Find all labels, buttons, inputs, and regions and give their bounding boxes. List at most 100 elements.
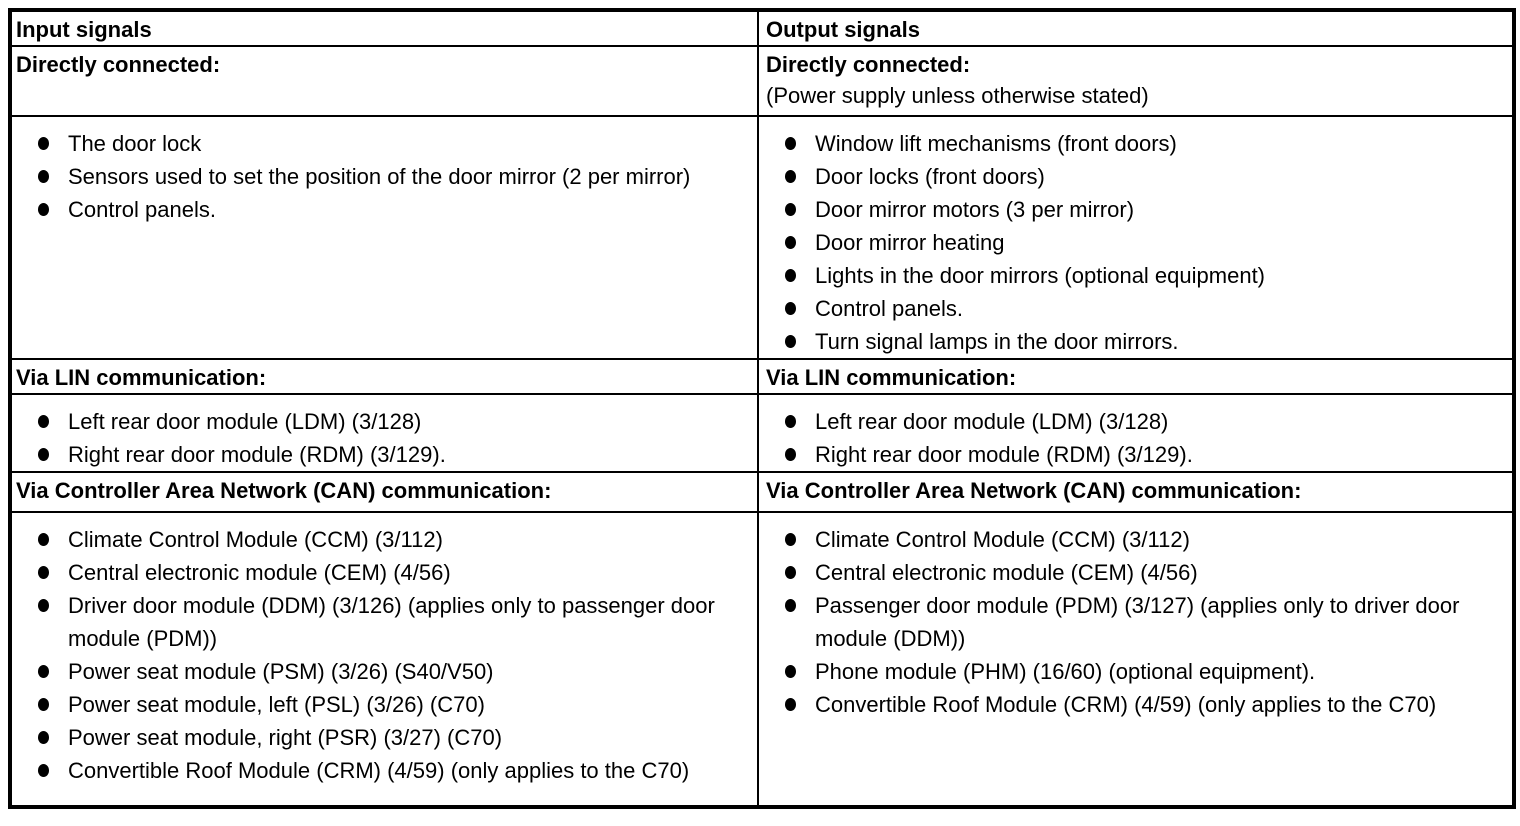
output-via-lin-heading-cell: Via LIN communication: (758, 358, 1514, 394)
input-directly-connected-list-cell: The door lock Sensors used to set the po… (10, 115, 759, 359)
output-via-lin-list-cell: Left rear door module (LDM) (3/128) Righ… (758, 393, 1514, 472)
input-via-lin-list: Left rear door module (LDM) (3/128) Righ… (12, 405, 756, 471)
list-item: Lights in the door mirrors (optional equ… (785, 259, 1502, 292)
input-via-can-heading-cell: Via Controller Area Network (CAN) commun… (10, 471, 759, 512)
input-via-can-list-cell: Climate Control Module (CCM) (3/112) Cen… (10, 511, 759, 807)
output-directly-connected-list: Window lift mechanisms (front doors) Doo… (759, 127, 1512, 358)
bullet-icon (38, 448, 49, 461)
list-item: Convertible Roof Module (CRM) (4/59) (on… (38, 754, 747, 787)
via-can-heading-row: Via Controller Area Network (CAN) commun… (10, 471, 1514, 512)
section-heading: Via Controller Area Network (CAN) commun… (16, 478, 552, 503)
output-via-can-heading-cell: Via Controller Area Network (CAN) commun… (758, 471, 1514, 512)
list-item-text: The door lock (68, 131, 202, 156)
via-lin-list-row: Left rear door module (LDM) (3/128) Righ… (10, 393, 1514, 472)
bullet-icon (38, 599, 49, 612)
list-item-text: Convertible Roof Module (CRM) (4/59) (on… (815, 692, 1437, 717)
list-item-text: Sensors used to set the position of the … (68, 164, 691, 189)
bullet-icon (785, 302, 796, 315)
list-item: Turn signal lamps in the door mirrors. (785, 325, 1502, 358)
list-item: Sensors used to set the position of the … (38, 160, 747, 193)
input-signals-header-cell: Input signals (10, 10, 759, 46)
list-item-text: Left rear door module (LDM) (3/128) (68, 409, 422, 434)
list-item-text: Door mirror motors (3 per mirror) (815, 197, 1135, 222)
bullet-icon (38, 566, 49, 579)
list-item: Passenger door module (PDM) (3/127) (app… (785, 589, 1502, 655)
list-item-text: Central electronic module (CEM) (4/56) (815, 560, 1198, 585)
list-item-text: Left rear door module (LDM) (3/128) (815, 409, 1169, 434)
output-via-can-list: Climate Control Module (CCM) (3/112) Cen… (759, 523, 1512, 721)
bullet-icon (785, 599, 796, 612)
bullet-icon (785, 698, 796, 711)
section-heading: Directly connected: (766, 52, 971, 77)
list-item: Power seat module (PSM) (3/26) (S40/V50) (38, 655, 747, 688)
section-heading: Via LIN communication: (766, 365, 1017, 390)
list-item: Left rear door module (LDM) (3/128) (785, 405, 1502, 438)
bullet-icon (785, 269, 796, 282)
signals-table: Input signals Output signals Directly co… (8, 8, 1516, 809)
bullet-icon (785, 665, 796, 678)
list-item: Power seat module, left (PSL) (3/26) (C7… (38, 688, 747, 721)
bullet-icon (38, 764, 49, 777)
list-item: Door mirror heating (785, 226, 1502, 259)
list-item-text: Right rear door module (RDM) (3/129). (815, 442, 1193, 467)
directly-connected-heading-row: Directly connected: Directly connected: … (10, 45, 1514, 116)
directly-connected-list-row: The door lock Sensors used to set the po… (10, 115, 1514, 359)
list-item-text: Turn signal lamps in the door mirrors. (815, 329, 1179, 354)
output-signals-header-cell: Output signals (758, 10, 1514, 46)
bullet-icon (38, 137, 49, 150)
table-header-row: Input signals Output signals (10, 10, 1514, 46)
list-item: Climate Control Module (CCM) (3/112) (785, 523, 1502, 556)
list-item-text: Central electronic module (CEM) (4/56) (68, 560, 451, 585)
list-item: Left rear door module (LDM) (3/128) (38, 405, 747, 438)
output-directly-connected-list-cell: Window lift mechanisms (front doors) Doo… (758, 115, 1514, 359)
list-item-text: Power seat module, right (PSR) (3/27) (C… (68, 725, 503, 750)
input-directly-connected-list: The door lock Sensors used to set the po… (12, 127, 756, 226)
list-item-text: Convertible Roof Module (CRM) (4/59) (on… (68, 758, 690, 783)
list-item: Right rear door module (RDM) (3/129). (38, 438, 747, 471)
bullet-icon (38, 415, 49, 428)
input-directly-connected-heading-cell: Directly connected: (10, 45, 759, 116)
list-item-text: Passenger door module (PDM) (3/127) (app… (815, 593, 1460, 651)
bullet-icon (38, 170, 49, 183)
bullet-icon (785, 533, 796, 546)
via-can-list-row: Climate Control Module (CCM) (3/112) Cen… (10, 511, 1514, 807)
list-item: The door lock (38, 127, 747, 160)
section-heading: Via LIN communication: (16, 365, 267, 390)
bullet-icon (38, 665, 49, 678)
list-item-text: Lights in the door mirrors (optional equ… (815, 263, 1266, 288)
via-lin-heading-row: Via LIN communication: Via LIN communica… (10, 358, 1514, 394)
list-item: Climate Control Module (CCM) (3/112) (38, 523, 747, 556)
input-signals-header: Input signals (16, 17, 152, 42)
bullet-icon (785, 335, 796, 348)
bullet-icon (38, 731, 49, 744)
list-item: Phone module (PHM) (16/60) (optional equ… (785, 655, 1502, 688)
bullet-icon (38, 698, 49, 711)
list-item: Door locks (front doors) (785, 160, 1502, 193)
list-item: Power seat module, right (PSR) (3/27) (C… (38, 721, 747, 754)
list-item-text: Power seat module (PSM) (3/26) (S40/V50) (68, 659, 494, 684)
output-via-can-list-cell: Climate Control Module (CCM) (3/112) Cen… (758, 511, 1514, 807)
output-directly-connected-heading-cell: Directly connected: (Power supply unless… (758, 45, 1514, 116)
output-signals-header: Output signals (766, 17, 920, 42)
list-item: Central electronic module (CEM) (4/56) (38, 556, 747, 589)
input-via-lin-list-cell: Left rear door module (LDM) (3/128) Righ… (10, 393, 759, 472)
input-via-lin-heading-cell: Via LIN communication: (10, 358, 759, 394)
bullet-icon (785, 137, 796, 150)
bullet-icon (785, 415, 796, 428)
list-item-text: Driver door module (DDM) (3/126) (applie… (68, 593, 715, 651)
list-item-text: Phone module (PHM) (16/60) (optional equ… (815, 659, 1316, 684)
list-item-text: Climate Control Module (CCM) (3/112) (68, 527, 443, 552)
list-item-text: Window lift mechanisms (front doors) (815, 131, 1177, 156)
bullet-icon (785, 448, 796, 461)
list-item-text: Control panels. (815, 296, 963, 321)
list-item: Central electronic module (CEM) (4/56) (785, 556, 1502, 589)
list-item: Convertible Roof Module (CRM) (4/59) (on… (785, 688, 1502, 721)
bullet-icon (785, 566, 796, 579)
bullet-icon (785, 236, 796, 249)
bullet-icon (785, 170, 796, 183)
list-item: Control panels. (38, 193, 747, 226)
list-item: Window lift mechanisms (front doors) (785, 127, 1502, 160)
list-item: Driver door module (DDM) (3/126) (applie… (38, 589, 747, 655)
list-item-text: Door mirror heating (815, 230, 1005, 255)
